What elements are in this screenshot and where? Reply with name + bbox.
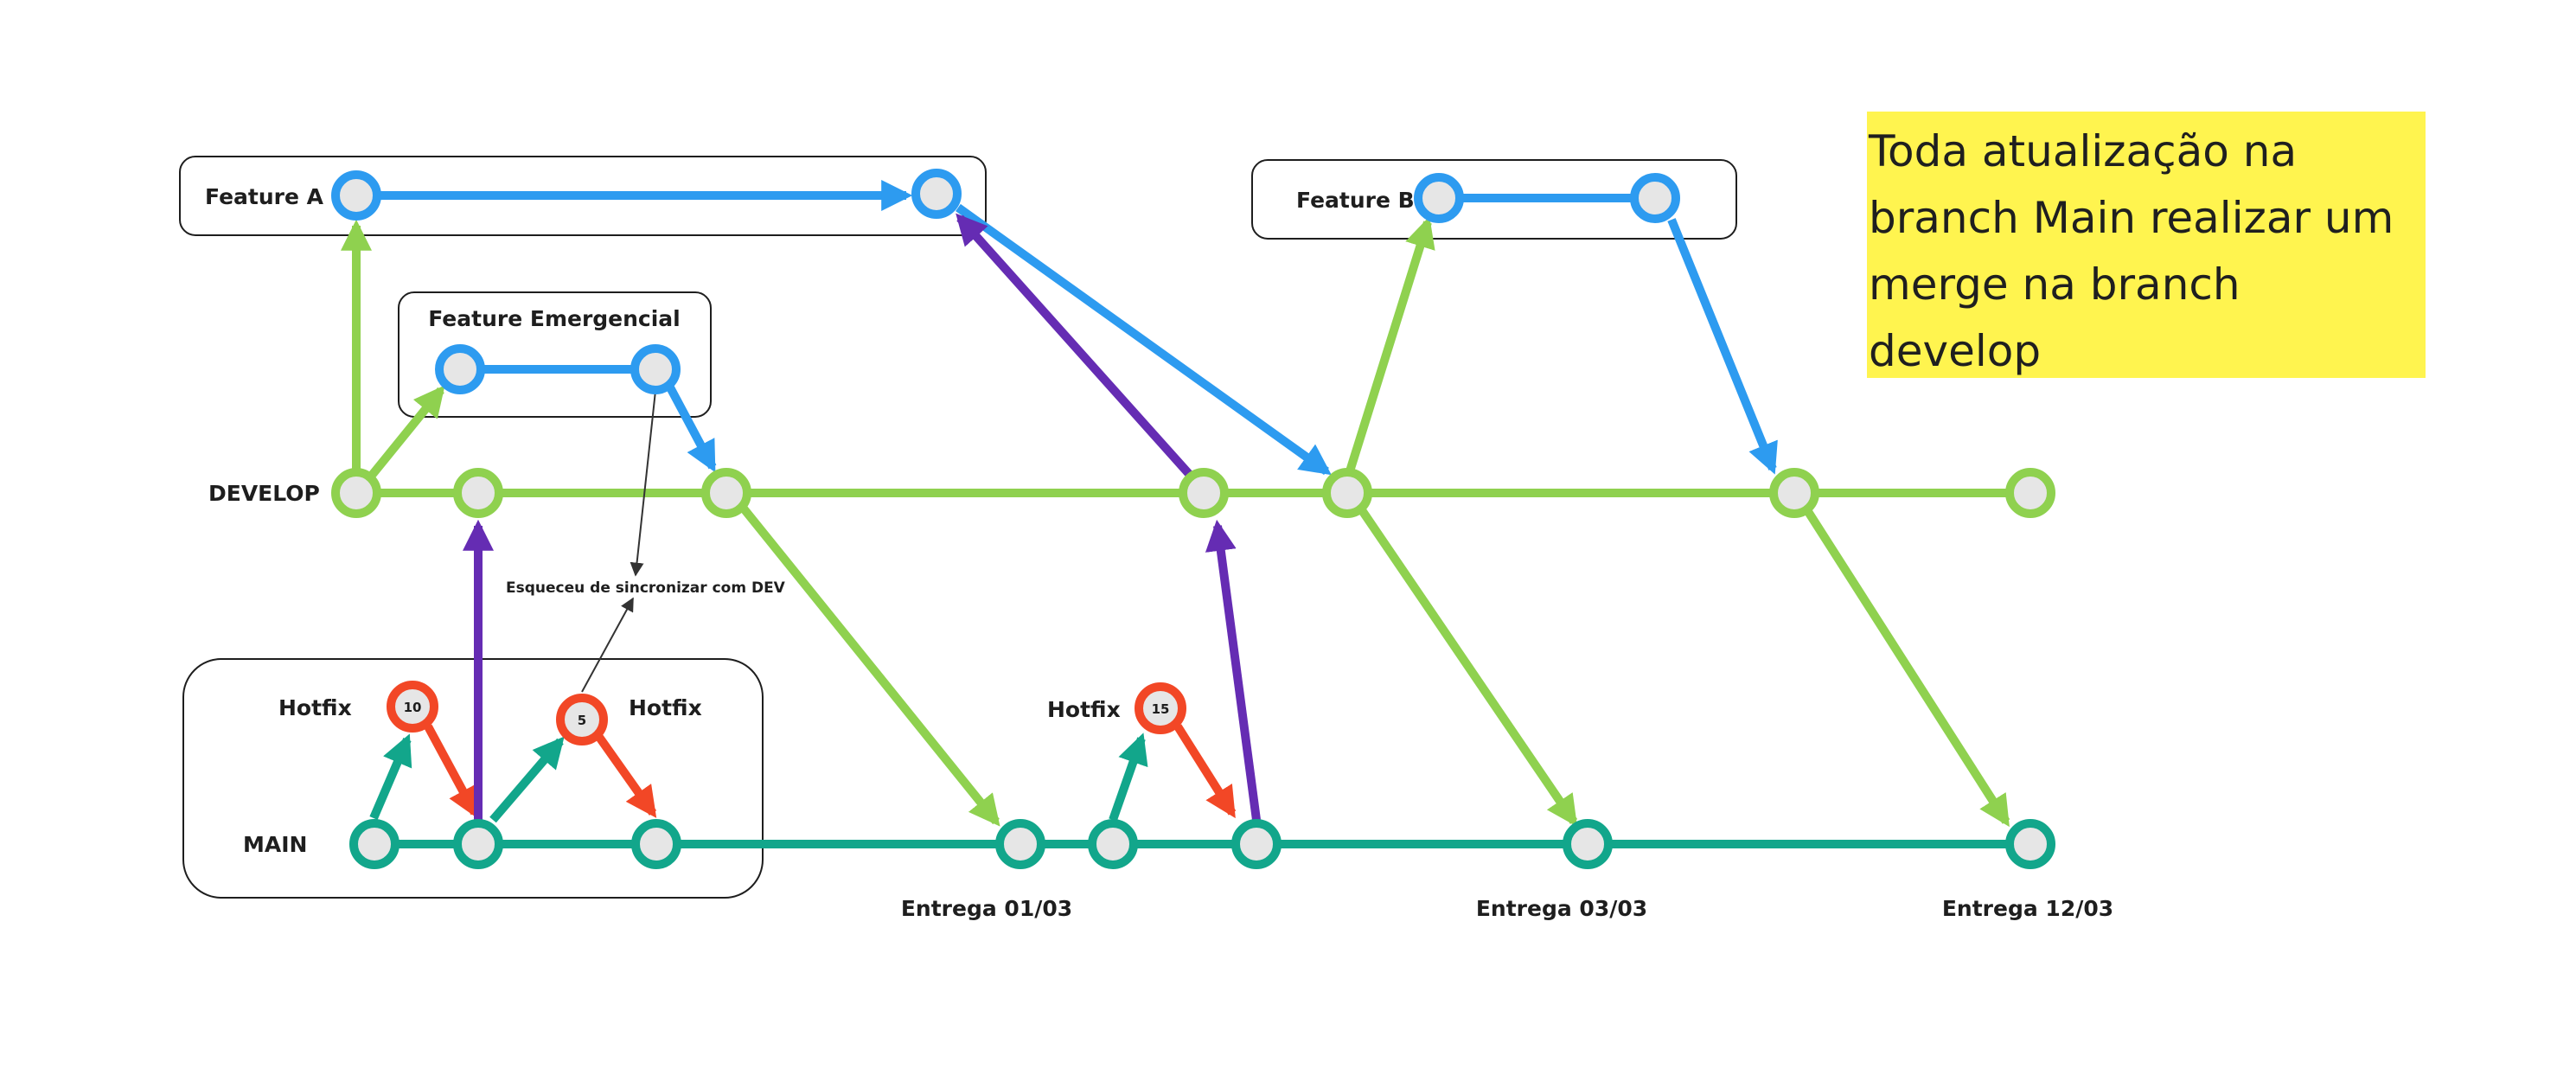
hotfix-10-to-main-arrow xyxy=(424,724,479,819)
feature-b-frame xyxy=(1251,159,1737,240)
feature-emergencial-commit-node xyxy=(435,344,485,394)
develop-label: DEVELOP xyxy=(208,481,320,506)
hotfix-15-to-main-arrow xyxy=(1173,724,1237,819)
main-label: MAIN xyxy=(243,832,307,857)
develop-commit-node xyxy=(453,468,503,518)
develop-to-feature-a-sync-arrow xyxy=(956,213,1192,477)
sticky-note-text: Toda atualização na branch Main realizar… xyxy=(1869,126,2394,376)
feature-a-commit-node xyxy=(331,170,381,221)
develop-to-feature-b-arrow xyxy=(1345,216,1435,476)
main-commit-node xyxy=(995,819,1045,869)
main-commit-node xyxy=(2005,819,2055,869)
main-commit-node xyxy=(349,819,400,869)
hotfix-label-1: Hotfix xyxy=(278,695,352,720)
develop-commit-node xyxy=(2005,468,2055,518)
main-commits xyxy=(349,819,2055,869)
feature-emergencial-commit-node xyxy=(630,344,681,394)
develop-to-main-arrow-2 xyxy=(1358,508,1578,827)
main-to-hotfix-10-arrow xyxy=(369,733,412,820)
main-commit-node xyxy=(631,819,681,869)
develop-to-main-arrow-1 xyxy=(740,505,1000,827)
main-to-hotfix-5-arrow xyxy=(489,736,565,823)
feature-a-frame xyxy=(179,156,987,236)
hotfix-group-frame xyxy=(182,658,764,899)
feature-b-commit-node xyxy=(1414,173,1464,223)
main-commit-node xyxy=(1563,819,1613,869)
feature-b-to-develop-arrow xyxy=(1667,218,1778,475)
hotfix-5-node xyxy=(556,694,608,745)
develop-commit-node xyxy=(1179,468,1229,518)
develop-commit-node xyxy=(1769,468,1819,518)
hotfix-label-3: Hotfix xyxy=(1047,697,1121,722)
delivery-label-1: Entrega 01/03 xyxy=(901,896,1072,921)
hotfix-5-to-main-arrow xyxy=(592,731,657,818)
feature-b-label: Feature B xyxy=(1296,188,1415,213)
main-commit-node xyxy=(1088,819,1138,869)
sticky-note: Toda atualização na branch Main realizar… xyxy=(1867,112,2426,378)
main-commit-node xyxy=(1231,819,1282,869)
feature-a-commit-node xyxy=(911,169,962,219)
feature-b-commit-node xyxy=(1630,173,1680,223)
hotfix-label-2: Hotfix xyxy=(629,695,702,720)
feature-emergencial-to-develop-arrow xyxy=(666,385,717,473)
main-commit-node xyxy=(453,819,503,869)
feature-commits xyxy=(331,169,1680,394)
delivery-label-3: Entrega 12/03 xyxy=(1942,896,2113,921)
hotfix-commits xyxy=(387,681,1186,745)
hotfix-15-node xyxy=(1135,682,1186,734)
feature-a-to-develop-arrow xyxy=(956,203,1332,476)
hotfix-5-number: 5 xyxy=(578,713,586,728)
feature-a-label: Feature A xyxy=(205,184,324,209)
develop-commits xyxy=(331,468,2055,518)
develop-to-feature-emergencial-arrow xyxy=(367,385,445,481)
main-to-hotfix-15-arrow xyxy=(1109,733,1148,822)
hotfix-10-node xyxy=(387,681,438,733)
develop-commit-node xyxy=(701,468,751,518)
delivery-label-2: Entrega 03/03 xyxy=(1476,896,1647,921)
hotfix-10-number: 10 xyxy=(404,700,422,715)
hotfix-15-number: 15 xyxy=(1152,701,1170,717)
main-to-develop-sync-arrow-2 xyxy=(1205,519,1261,821)
develop-to-main-arrow-3 xyxy=(1803,508,2010,828)
feature-emergencial-frame xyxy=(398,291,712,418)
annotation-connector-bottom xyxy=(581,597,634,693)
annotation-connector-top xyxy=(630,390,656,577)
feature-emergencial-label: Feature Emergencial xyxy=(428,306,681,331)
develop-commit-node xyxy=(331,468,381,518)
annotation-text: Esqueceu de sincronizar com DEV xyxy=(506,579,786,597)
develop-commit-node xyxy=(1322,468,1372,518)
